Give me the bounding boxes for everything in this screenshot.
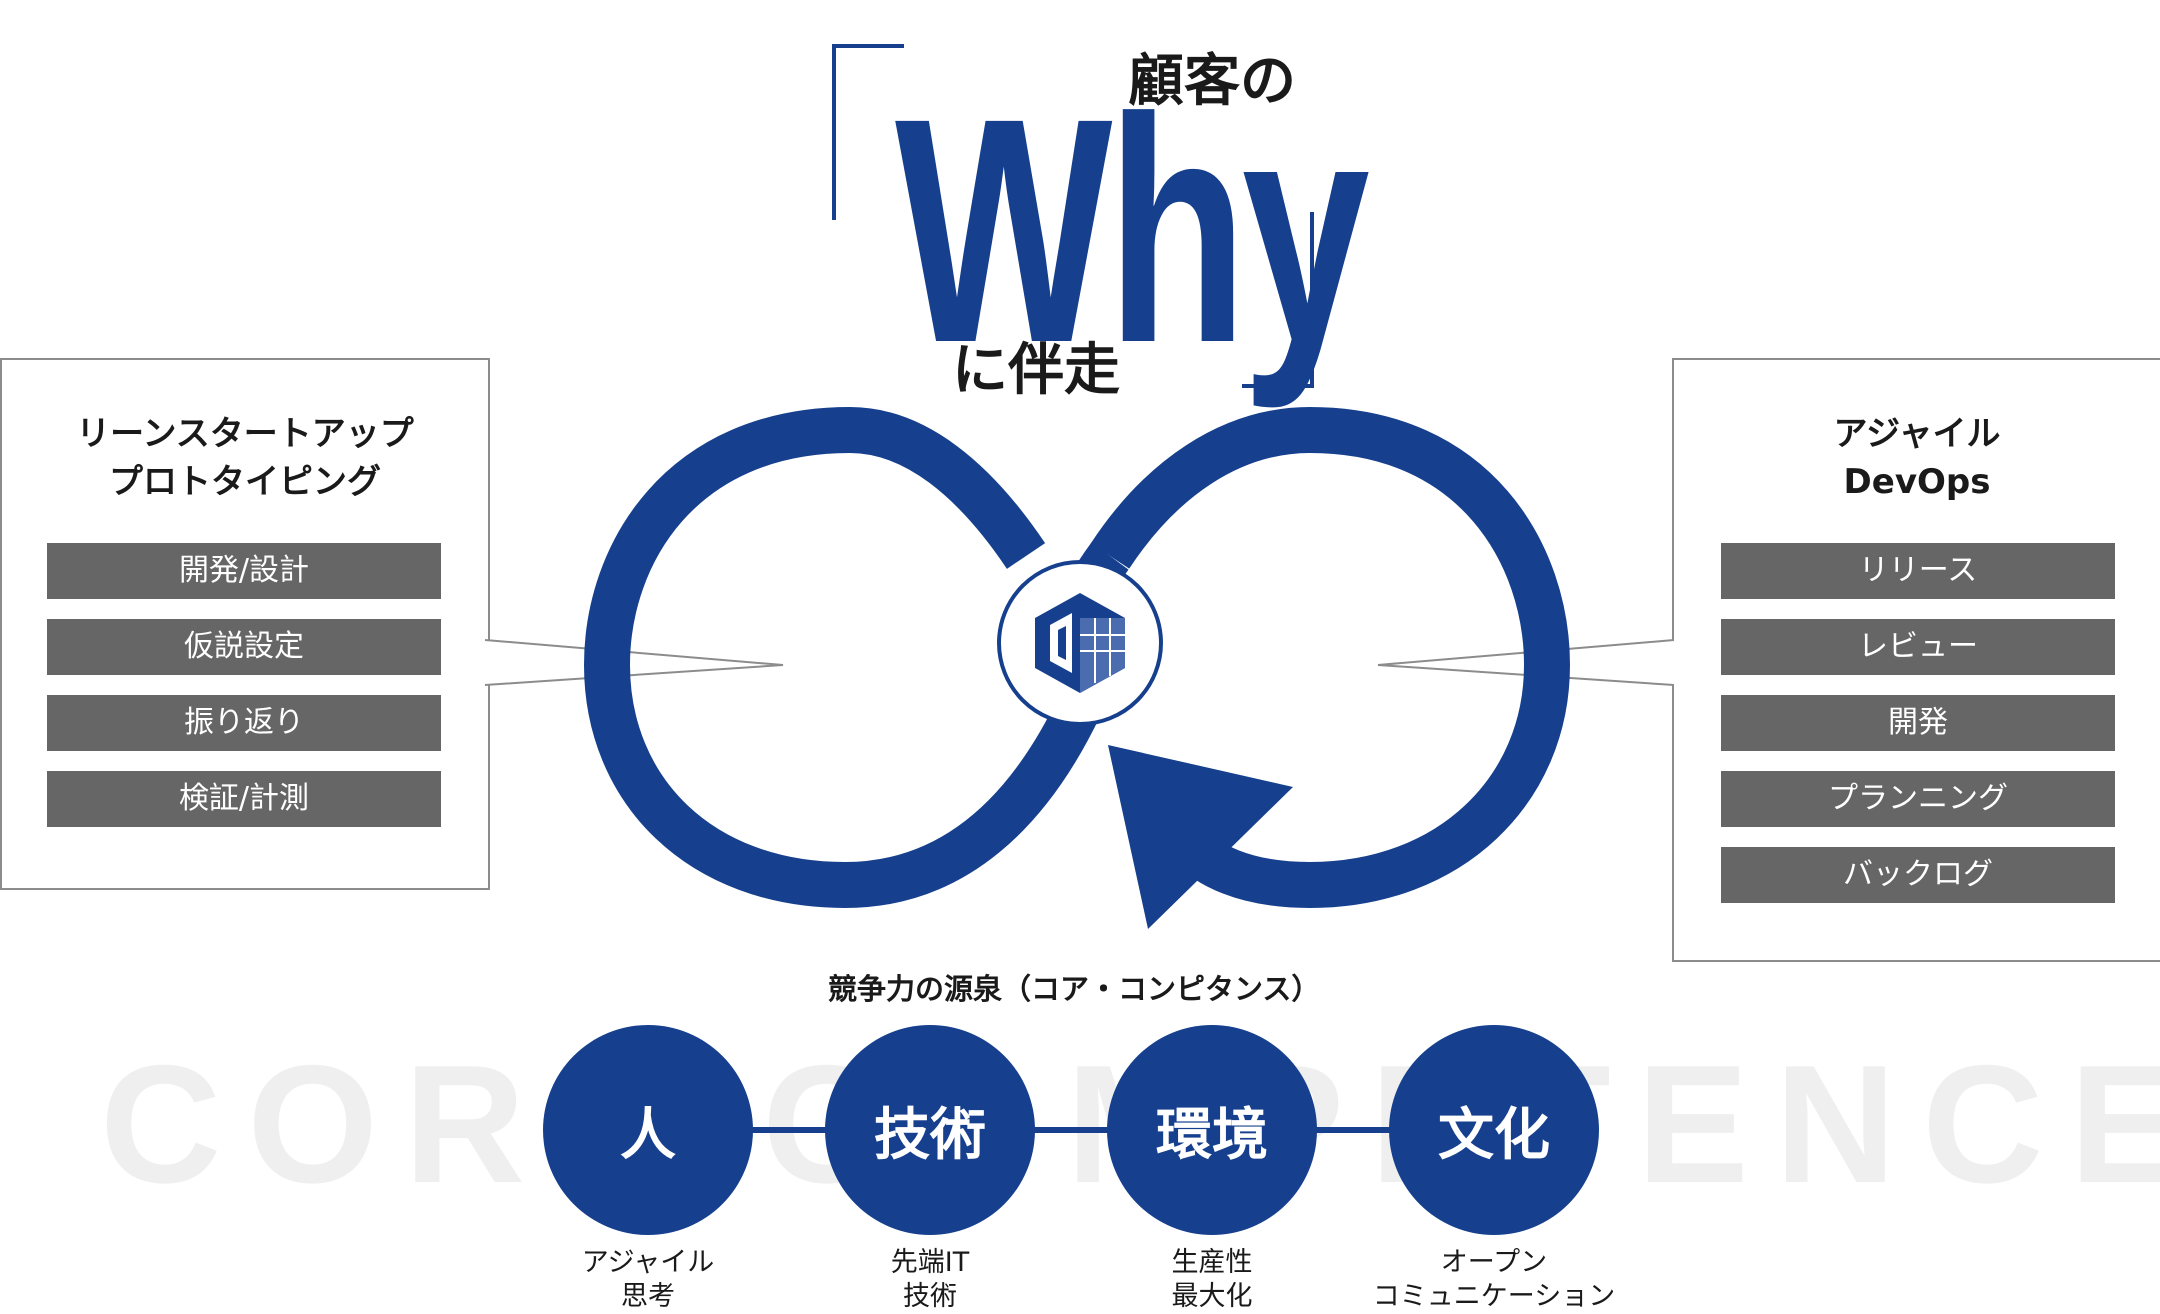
right-panel: アジャイル DevOps リリース レビュー 開発 プランニング バックログ	[1672, 358, 2160, 962]
pillar-caption-culture: オープン コミュニケーション	[1344, 1246, 1644, 1314]
right-panel-item: レビュー	[1721, 619, 2115, 675]
pillar-caption-environment: 生産性 最大化	[1062, 1246, 1362, 1314]
right-panel-item: バックログ	[1721, 847, 2115, 903]
right-panel-item: 開発	[1721, 695, 2115, 751]
left-callout-pointer	[484, 639, 784, 686]
core-competence-title: 競争力の源泉（コア・コンピタンス）	[828, 972, 1321, 1006]
pillar-caption-line2: コミュニケーション	[1372, 1281, 1616, 1312]
arrowhead-icon	[1108, 745, 1293, 929]
pillar-caption-line1: 先端IT	[890, 1247, 970, 1278]
right-panel-title-line2: DevOps	[1843, 462, 1991, 502]
pillar-caption-line1: 生産性	[1171, 1247, 1253, 1278]
left-panel: リーンスタートアップ プロトタイピング 開発/設計 仮説設定 振り返り 検証/計…	[0, 358, 490, 890]
headline-prefix: 顧客の	[1128, 49, 1296, 114]
pillar-caption-line2: 技術	[903, 1281, 957, 1312]
pillar-caption-line1: オープン	[1440, 1247, 1548, 1278]
headline-keyword: Why	[895, 51, 1370, 409]
left-panel-item: 開発/設計	[47, 543, 441, 599]
right-panel-item: リリース	[1721, 543, 2115, 599]
headline-suffix: に伴走	[952, 338, 1120, 403]
pillar-caption-technology: 先端IT 技術	[780, 1246, 1080, 1314]
left-panel-item: 検証/計測	[47, 771, 441, 827]
right-panel-item: プランニング	[1721, 771, 2115, 827]
left-panel-title-line1: リーンスタートアップ	[76, 414, 414, 454]
pillar-caption-line2: 最大化	[1171, 1281, 1253, 1312]
pillar-caption-line2: 思考	[621, 1281, 675, 1312]
pillar-circle-people: 人	[543, 1025, 753, 1235]
pillar-connector	[640, 1127, 1520, 1133]
left-panel-item: 仮説設定	[47, 619, 441, 675]
headline-close-bracket	[1242, 212, 1314, 388]
infinity-loop-icon	[583, 406, 1571, 909]
pillar-circle-culture: 文化	[1389, 1025, 1599, 1235]
right-panel-title-line1: アジャイル	[1833, 414, 2001, 454]
headline-open-bracket	[832, 44, 904, 220]
left-panel-title-line2: プロトタイピング	[109, 462, 381, 502]
cube-logo-icon	[997, 560, 1163, 726]
pillar-circle-environment: 環境	[1107, 1025, 1317, 1235]
pillar-caption-line1: アジャイル	[581, 1247, 715, 1278]
pillar-circle-technology: 技術	[825, 1025, 1035, 1235]
pillar-caption-people: アジャイル 思考	[498, 1246, 798, 1314]
left-panel-item: 振り返り	[47, 695, 441, 751]
